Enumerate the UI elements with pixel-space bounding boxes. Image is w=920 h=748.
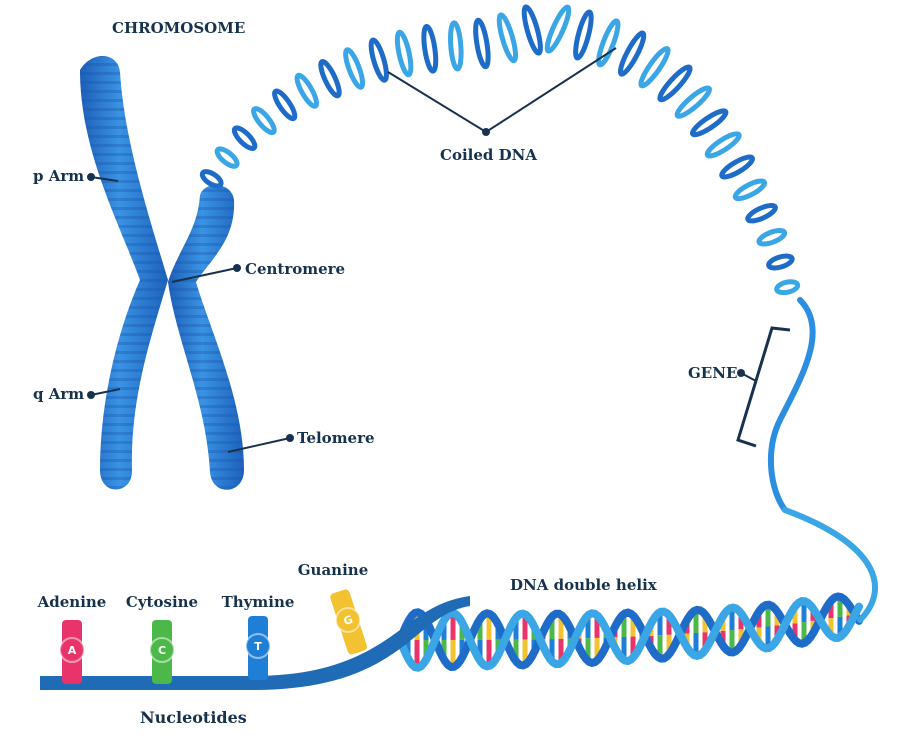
nucleotide-name-label: Cytosine (126, 593, 198, 611)
nucleotide-cytosine: C (149, 620, 175, 684)
coil-loop (719, 154, 755, 180)
nucleotide-name-label: Thymine (222, 593, 295, 611)
coil-loop (272, 88, 298, 122)
gene-strand (767, 297, 816, 513)
coil-loop (496, 12, 519, 64)
coil-loop (704, 131, 742, 159)
coil-loop (448, 20, 464, 72)
coiled-dna (199, 4, 801, 296)
dna-double-helix-label: DNA double helix (510, 576, 658, 594)
coil-loop (421, 24, 439, 74)
q-arm-label: q Arm (33, 385, 84, 403)
coil-loop (690, 108, 729, 138)
coiled-dna-label: Coiled DNA (440, 146, 537, 164)
coil-loop (368, 37, 389, 83)
q-arm-callout: q Arm (33, 385, 121, 403)
coil-loop (294, 72, 320, 109)
nucleotide-letter: A (68, 644, 77, 657)
gene-bracket (736, 326, 791, 448)
coil-loop (766, 253, 795, 271)
coil-loop (521, 4, 543, 56)
coil-loop (394, 29, 414, 78)
coil-loop (473, 17, 491, 70)
coil-loop (318, 59, 342, 99)
nucleotide-guanine: G (330, 589, 367, 655)
coil-loop (756, 228, 788, 247)
coil-loop (231, 125, 258, 151)
nucleotide-letter: T (254, 640, 262, 653)
telomere-label: Telomere (297, 429, 375, 447)
dna-double-helix (396, 507, 878, 672)
coil-loop (657, 64, 693, 103)
nucleotides-label: Nucleotides (140, 708, 247, 727)
chromosome-title: CHROMOSOME (112, 19, 245, 37)
gene-label: GENE (688, 364, 737, 382)
coil-loop (745, 202, 778, 224)
nucleotide-name-label: Adenine (37, 593, 107, 611)
nucleotide-letter: G (342, 613, 355, 628)
centromere-callout: Centromere (171, 260, 345, 283)
centromere-label: Centromere (245, 260, 345, 278)
coil-loop (674, 85, 712, 119)
helix-strand (396, 592, 863, 671)
p-arm-callout: p Arm (33, 167, 119, 185)
chromosome (80, 55, 244, 490)
coil-loop (343, 47, 366, 90)
nucleotide-letter: C (158, 644, 166, 657)
helix-strand (396, 597, 863, 672)
nucleotide-backbone (40, 596, 470, 690)
coil-loop (214, 146, 240, 169)
telomere-callout: Telomere (227, 429, 375, 453)
coil-loop (544, 4, 572, 54)
coil-loop (596, 18, 621, 68)
coil-loop (617, 30, 647, 77)
coil-loop (251, 106, 277, 136)
coil-loop (638, 46, 671, 89)
nucleotide-name-label: Guanine (298, 561, 369, 579)
coil-loop (732, 178, 768, 202)
coil-loop (573, 9, 594, 61)
coiled-dna-callout: Coiled DNA (387, 47, 617, 164)
nucleotide-adenine: A (59, 620, 85, 684)
helix-to-gene-strand (782, 507, 878, 623)
nucleotide-thymine: T (245, 616, 271, 680)
coil-loop (199, 169, 224, 189)
coil-loop (774, 279, 801, 296)
p-arm-label: p Arm (33, 167, 84, 185)
gene-callout: GENE (688, 364, 757, 382)
